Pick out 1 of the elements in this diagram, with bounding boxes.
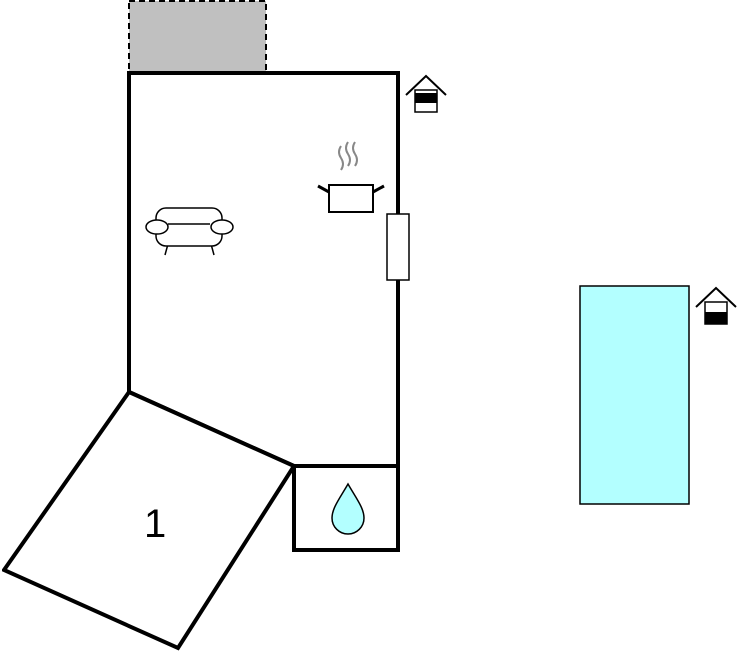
room-number: 1 [144, 504, 166, 544]
